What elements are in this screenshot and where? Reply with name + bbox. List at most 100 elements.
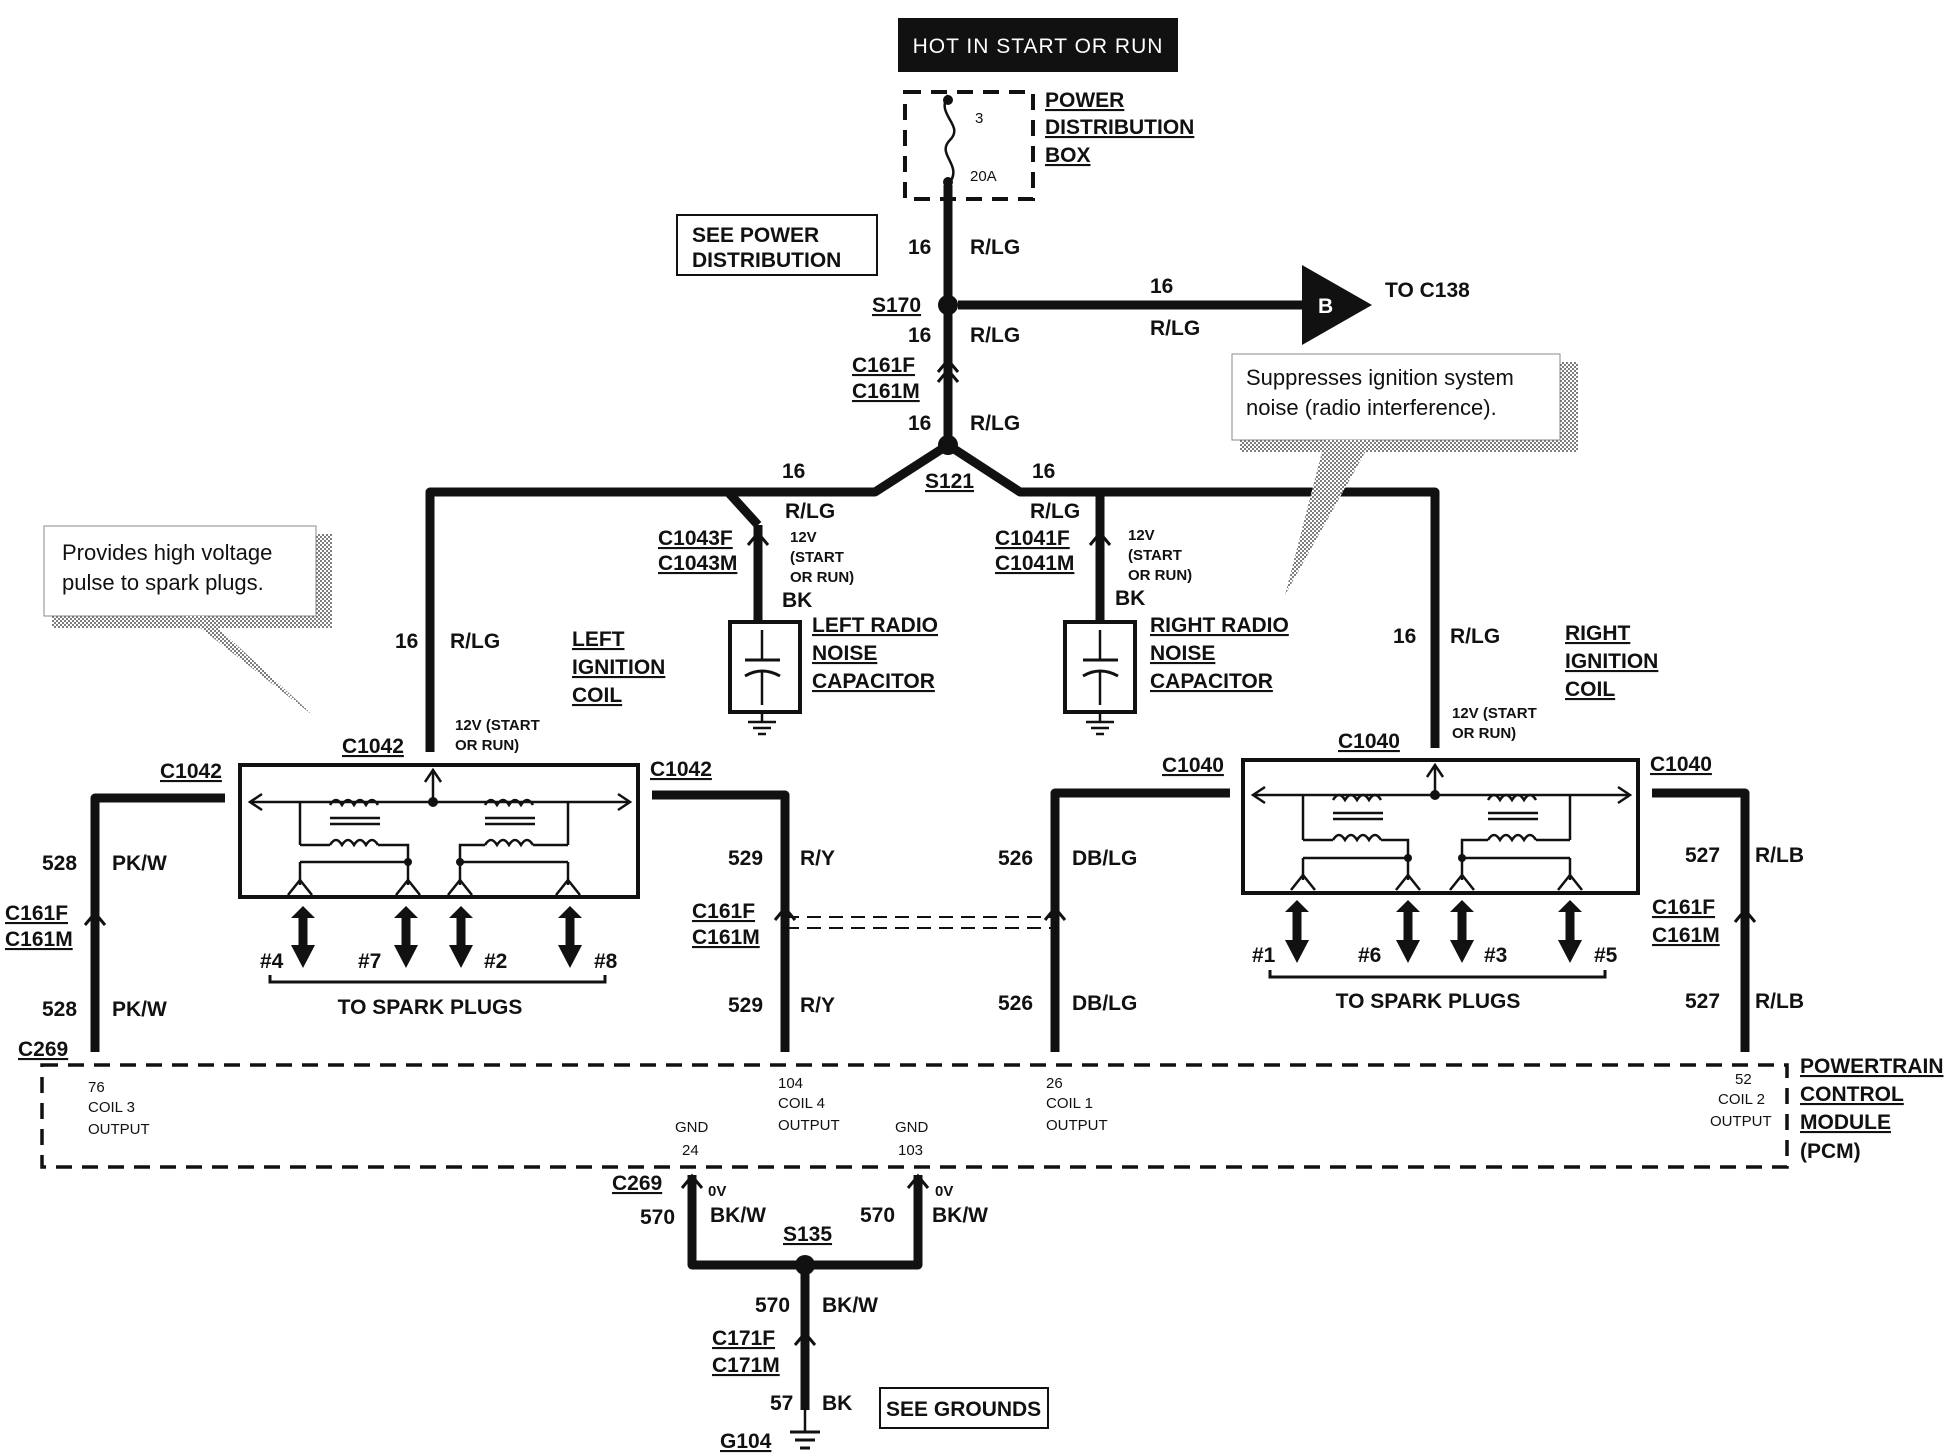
svg-text:DISTRIBUTION: DISTRIBUTION [692, 249, 841, 272]
svg-text:#5: #5 [1594, 944, 1618, 967]
svg-text:POWER: POWER [1045, 89, 1124, 112]
svg-text:C1040: C1040 [1650, 753, 1712, 776]
left-radio-noise-capacitor: LEFT RADIO NOISE CAPACITOR [728, 614, 938, 736]
svg-text:DB/LG: DB/LG [1072, 847, 1137, 870]
svg-text:HOT IN START OR RUN: HOT IN START OR RUN [913, 35, 1164, 58]
splice-s170 [938, 295, 958, 315]
svg-text:CAPACITOR: CAPACITOR [812, 670, 935, 693]
svg-text:MODULE: MODULE [1800, 1111, 1891, 1134]
svg-text:COIL: COIL [1565, 678, 1615, 701]
svg-text:C1042: C1042 [650, 758, 712, 781]
svg-text:C269: C269 [18, 1038, 68, 1061]
svg-text:#3: #3 [1484, 944, 1507, 967]
circuit-527-wire: C1040 527 R/LB C161F C161M 527 R/LB [1650, 753, 1804, 1052]
svg-text:R/LG: R/LG [1030, 500, 1080, 523]
svg-text:G104: G104 [720, 1430, 772, 1453]
svg-text:SEE POWER: SEE POWER [692, 224, 819, 247]
svg-text:CONTROL: CONTROL [1800, 1083, 1904, 1106]
svg-text:Suppresses ignition system: Suppresses ignition system [1246, 365, 1514, 390]
svg-text:0V: 0V [708, 1183, 726, 1200]
svg-text:(START: (START [1128, 547, 1182, 564]
svg-text:528: 528 [42, 852, 77, 875]
svg-text:16: 16 [1393, 625, 1416, 648]
svg-text:OUTPUT: OUTPUT [778, 1117, 840, 1134]
svg-text:R/Y: R/Y [800, 847, 835, 870]
svg-text:S170: S170 [872, 294, 921, 317]
svg-text:TO C138: TO C138 [1385, 279, 1470, 302]
svg-text:S135: S135 [783, 1223, 832, 1246]
splice-s135 [795, 1255, 815, 1275]
svg-text:BK: BK [1115, 587, 1145, 610]
branch-to-c138: B TO C138 16 R/LG [958, 265, 1470, 345]
powertrain-control-module: POWERTRAIN CONTROL MODULE (PCM) 76 COIL … [40, 1055, 1944, 1169]
svg-text:OR RUN): OR RUN) [1452, 725, 1516, 742]
svg-text:COIL 1: COIL 1 [1046, 1095, 1093, 1112]
svg-text:527: 527 [1685, 844, 1720, 867]
svg-text:GND: GND [895, 1119, 929, 1136]
svg-text:NOISE: NOISE [1150, 642, 1215, 665]
svg-text:570: 570 [860, 1204, 895, 1227]
svg-text:C269: C269 [612, 1172, 662, 1195]
svg-text:BK: BK [822, 1392, 852, 1415]
svg-text:16: 16 [1150, 275, 1173, 298]
svg-text:16: 16 [1032, 460, 1055, 483]
svg-text:20A: 20A [970, 168, 997, 185]
svg-text:0V: 0V [935, 1183, 953, 1200]
svg-text:104: 104 [778, 1075, 803, 1092]
svg-text:527: 527 [1685, 990, 1720, 1013]
svg-text:R/LG: R/LG [785, 500, 835, 523]
svg-text:C161M: C161M [692, 926, 760, 949]
svg-text:#7: #7 [358, 950, 381, 973]
svg-text:R/LB: R/LB [1755, 990, 1804, 1013]
svg-text:DISTRIBUTION: DISTRIBUTION [1045, 116, 1194, 139]
svg-text:C1042: C1042 [342, 735, 404, 758]
svg-text:RIGHT: RIGHT [1565, 622, 1631, 645]
svg-text:C161M: C161M [852, 380, 920, 403]
svg-text:R/LG: R/LG [970, 236, 1020, 259]
svg-text:#8: #8 [594, 950, 618, 973]
svg-text:3: 3 [975, 110, 983, 127]
svg-text:#6: #6 [1358, 944, 1381, 967]
svg-text:C161F: C161F [692, 900, 755, 923]
svg-text:noise (radio interference).: noise (radio interference). [1246, 395, 1497, 420]
svg-text:C1041M: C1041M [995, 552, 1074, 575]
fuse-icon [943, 94, 956, 186]
svg-text:COIL: COIL [572, 684, 622, 707]
svg-text:COIL 2: COIL 2 [1718, 1091, 1765, 1108]
capacitor-note-callout: Suppresses ignition system noise (radio … [1231, 353, 1578, 595]
svg-text:26: 26 [1046, 1075, 1063, 1092]
svg-text:16: 16 [908, 236, 931, 259]
svg-text:R/LB: R/LB [1755, 844, 1804, 867]
right-spark-plug-arrows: #1 #6 #3 #5 TO SPARK PLUGS [1252, 900, 1618, 1013]
left-branch-wire: 16 R/LG C1043F C1043M 12V (START OR RUN)… [395, 441, 951, 752]
svg-text:570: 570 [640, 1206, 675, 1229]
svg-text:R/LG: R/LG [970, 324, 1020, 347]
svg-text:RIGHT RADIO: RIGHT RADIO [1150, 614, 1289, 637]
svg-text:C1041F: C1041F [995, 527, 1070, 550]
svg-text:#4: #4 [260, 950, 284, 973]
svg-text:12V: 12V [790, 529, 817, 546]
svg-text:103: 103 [898, 1142, 923, 1159]
right-branch-wire: 16 R/LG C1041F C1041M 12V (START OR RUN)… [945, 441, 1500, 748]
svg-text:12V (START: 12V (START [455, 717, 540, 734]
svg-text:C171F: C171F [712, 1327, 775, 1350]
svg-text:R/LG: R/LG [1150, 317, 1200, 340]
svg-text:IGNITION: IGNITION [572, 656, 665, 679]
right-radio-noise-capacitor: RIGHT RADIO NOISE CAPACITOR [1063, 614, 1289, 736]
svg-text:BK/W: BK/W [822, 1294, 878, 1317]
svg-text:24: 24 [682, 1142, 699, 1159]
circuit-528-wire: C1042 528 PK/W C161F C161M 528 PK/W C269 [5, 760, 225, 1061]
svg-text:52: 52 [1735, 1071, 1752, 1088]
svg-text:POWERTRAIN: POWERTRAIN [1800, 1055, 1944, 1078]
svg-text:OR RUN): OR RUN) [1128, 567, 1192, 584]
svg-text:529: 529 [728, 847, 763, 870]
svg-text:C1040: C1040 [1338, 730, 1400, 753]
hot-in-start-banner: HOT IN START OR RUN [898, 18, 1178, 72]
svg-text:BK/W: BK/W [932, 1204, 988, 1227]
svg-text:GND: GND [675, 1119, 709, 1136]
c161-dashed-link [785, 916, 1055, 929]
left-ignition-coil: LEFT IGNITION COIL C1042 12V (START OR R… [238, 628, 665, 899]
svg-text:C1043F: C1043F [658, 527, 733, 550]
circuit-529-wire: C1042 529 R/Y C161F C161M 529 R/Y [650, 758, 835, 1052]
svg-text:BK: BK [782, 589, 812, 612]
